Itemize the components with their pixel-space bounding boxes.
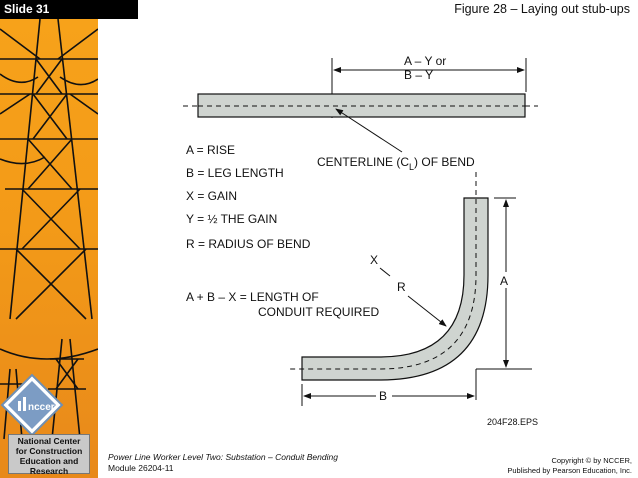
label-a: A xyxy=(500,274,508,288)
legend-gain: X = GAIN xyxy=(186,189,237,203)
centerline-label: CENTERLINE (CL) OF BEND xyxy=(317,155,475,172)
bent-conduit xyxy=(301,197,489,381)
copyright-line-2: Published by Pearson Education, Inc. xyxy=(507,465,632,475)
organization-label: National Center for Construction Educati… xyxy=(8,434,90,476)
top-dim-label-2: B – Y xyxy=(404,68,433,82)
centerline-leader xyxy=(335,108,403,153)
bent-conduit-centerline xyxy=(290,172,477,370)
org-line: for Construction xyxy=(15,446,83,456)
footer-course-info: Power Line Worker Level Two: Substation … xyxy=(108,452,338,474)
legend-leg-length: B = LEG LENGTH xyxy=(186,166,284,180)
copyright-line-1: Copyright © by NCCER, xyxy=(551,456,632,465)
course-title: Power Line Worker Level Two: Substation … xyxy=(108,452,338,462)
svg-text:nccer: nccer xyxy=(28,402,55,413)
module-number: Module 26204-11 xyxy=(108,463,174,473)
figure-file-label: 204F28.EPS xyxy=(487,417,538,427)
r-leader xyxy=(407,295,447,327)
stub-up-diagram: A – Y or B – Y CENTERLINE (CL) OF BEND A… xyxy=(183,54,538,427)
top-dim-label-1: A – Y or xyxy=(404,54,446,68)
legend-radius: R = RADIUS OF BEND xyxy=(186,237,311,251)
org-line: National Center xyxy=(17,436,81,446)
formula-line-2: CONDUIT REQUIRED xyxy=(258,305,379,319)
formula-line-1: A + B – X = LENGTH OF xyxy=(186,290,319,304)
sidebar-panel: nccer xyxy=(0,19,98,478)
slide-title: Figure 28 – Laying out stub-ups xyxy=(454,2,630,16)
nccer-logo: nccer xyxy=(0,373,64,437)
label-b: B xyxy=(379,389,387,403)
org-line: Research xyxy=(29,466,69,476)
legend-half-gain: Y = ½ THE GAIN xyxy=(186,212,277,226)
x-leader xyxy=(379,267,391,277)
footer-copyright: Copyright © by NCCER, Published by Pears… xyxy=(507,456,632,475)
legend-rise: A = RISE xyxy=(186,143,235,157)
label-r: R xyxy=(397,280,406,294)
org-line: Education and xyxy=(19,456,79,466)
label-x: X xyxy=(370,253,378,267)
slide-number-tab: Slide 31 xyxy=(0,0,138,19)
